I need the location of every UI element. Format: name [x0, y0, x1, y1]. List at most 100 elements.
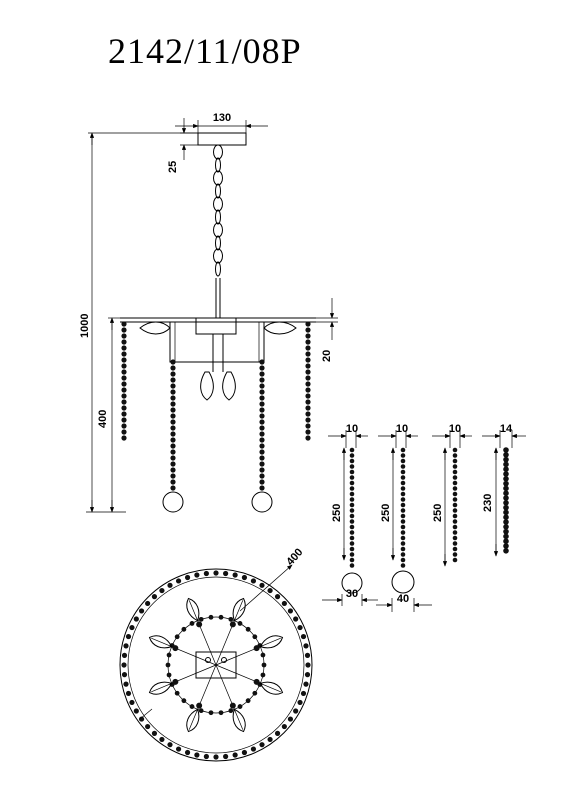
- bead: [259, 383, 265, 389]
- bead: [349, 458, 355, 464]
- bead: [452, 464, 458, 469]
- bead: [203, 570, 209, 577]
- bead: [237, 704, 243, 709]
- bead: [293, 616, 299, 622]
- bead: [400, 447, 406, 453]
- bead: [260, 652, 266, 658]
- arm: [151, 664, 217, 693]
- bulb-hanging-right: [222, 371, 236, 401]
- plan-bulb: [186, 597, 203, 628]
- bead: [349, 486, 355, 491]
- bead: [170, 377, 176, 383]
- bead: [259, 467, 265, 473]
- bead: [252, 634, 258, 640]
- bead: [400, 546, 406, 552]
- strand-1-ball: [341, 572, 363, 594]
- bead: [503, 519, 509, 525]
- bead: [503, 504, 509, 511]
- bead: [452, 535, 458, 541]
- bead: [121, 363, 127, 369]
- bead: [208, 710, 214, 716]
- bead: [170, 467, 176, 473]
- dim-strand1-length: 250: [331, 504, 343, 522]
- bead: [170, 401, 176, 407]
- canopy: [197, 132, 247, 146]
- bead: [175, 746, 182, 752]
- bead-strands: [121, 321, 311, 491]
- bead: [259, 461, 265, 467]
- hub: [195, 317, 237, 335]
- bead: [121, 327, 127, 333]
- bead: [349, 552, 355, 557]
- strand-3: [452, 447, 458, 563]
- chain-link: [213, 222, 223, 238]
- bead: [452, 519, 458, 524]
- bead: [452, 541, 458, 546]
- bead: [121, 381, 127, 387]
- bead: [213, 570, 219, 576]
- chain-link: [215, 157, 221, 173]
- dim-ring-height: 20: [321, 350, 333, 362]
- crystal-ball-right: [251, 491, 273, 513]
- bead: [349, 557, 355, 563]
- bead: [170, 395, 176, 401]
- bead: [121, 357, 127, 363]
- bead: [260, 672, 266, 678]
- strand-1: [349, 447, 355, 568]
- bead: [503, 528, 509, 535]
- bead: [151, 730, 158, 736]
- bead: [400, 464, 406, 469]
- plan-ring-beads: [121, 570, 311, 760]
- bead: [189, 621, 195, 626]
- bead: [121, 662, 127, 668]
- bulb-outline: [186, 597, 200, 622]
- bead: [259, 582, 265, 588]
- bead: [121, 345, 127, 351]
- bead: [503, 461, 509, 468]
- bulb-outline: [148, 635, 173, 649]
- dim-strand2-length: 250: [380, 504, 392, 522]
- bead: [121, 672, 128, 678]
- bead: [305, 387, 311, 393]
- bead: [400, 541, 406, 546]
- bead: [349, 541, 355, 546]
- bead: [503, 500, 509, 506]
- bead: [198, 616, 204, 622]
- bead: [303, 643, 309, 649]
- bead: [349, 535, 355, 541]
- bead: [452, 497, 458, 502]
- bead: [281, 600, 287, 607]
- bead: [121, 339, 127, 345]
- bead: [121, 417, 127, 423]
- chain-link: [213, 196, 223, 212]
- bead: [305, 375, 311, 381]
- bead: [305, 345, 311, 351]
- bead: [170, 383, 176, 389]
- bulb-left: [139, 321, 171, 335]
- bead: [452, 508, 458, 513]
- bead: [181, 626, 187, 632]
- bead: [145, 723, 151, 730]
- bead: [232, 752, 238, 758]
- bulb-socket: [196, 702, 203, 709]
- bead: [297, 699, 303, 706]
- bead: [170, 485, 176, 491]
- dim-strand1-ball: 30: [346, 588, 358, 600]
- bead: [259, 365, 265, 371]
- bead: [503, 476, 509, 482]
- bead: [503, 548, 509, 554]
- bead: [228, 616, 234, 622]
- bead: [503, 514, 509, 520]
- bead: [305, 327, 311, 333]
- bead: [250, 578, 257, 584]
- bead: [267, 736, 273, 743]
- bead: [400, 486, 406, 491]
- bead: [194, 572, 200, 578]
- bead: [349, 491, 355, 497]
- bead: [300, 690, 307, 697]
- bead: [287, 608, 294, 614]
- bead: [503, 533, 509, 540]
- plan-bulb: [229, 597, 246, 628]
- bead: [503, 495, 509, 501]
